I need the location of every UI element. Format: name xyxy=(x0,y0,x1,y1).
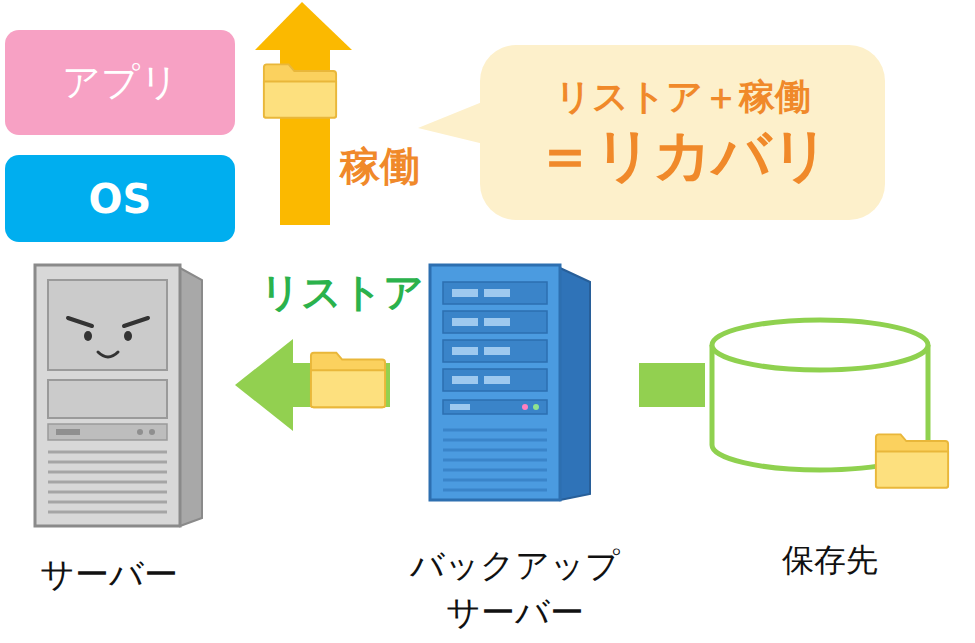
node-text: アプリ xyxy=(62,59,179,107)
os-box: OS xyxy=(5,155,235,242)
flow-arrow xyxy=(235,339,390,431)
node-text: バックアップ サーバー xyxy=(402,542,627,637)
node-text: リストア＋稼働 xyxy=(555,74,811,119)
storage-illustration xyxy=(712,320,948,488)
storage-node: 保存先 xyxy=(705,310,955,580)
backup-server-illustration xyxy=(430,265,590,500)
flow-arrow xyxy=(639,363,705,407)
edge-label: リストア xyxy=(260,268,424,316)
app-box: アプリ xyxy=(5,30,235,135)
server-node: サーバー xyxy=(30,265,235,595)
node-text: サーバー xyxy=(40,553,178,596)
node-subtext: ＝リカバリ xyxy=(536,119,830,192)
speech-bubble: リストア＋稼働＝リカバリ xyxy=(480,45,885,220)
node-text: 保存先 xyxy=(782,540,878,580)
server-illustration xyxy=(35,265,202,526)
node-text: OS xyxy=(89,174,152,224)
backup-server-node: バックアップ サーバー xyxy=(390,265,639,637)
run-arrow xyxy=(255,2,352,225)
run-label: 稼働 xyxy=(340,142,420,190)
